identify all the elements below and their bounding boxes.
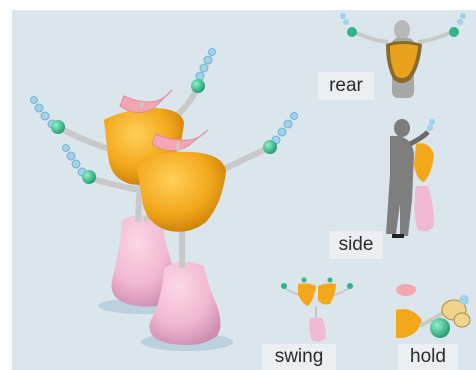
hold-view-thumbnail xyxy=(396,276,476,348)
label-swing: swing xyxy=(262,344,336,370)
back-right-bead-chain xyxy=(196,49,216,81)
front-right-joint xyxy=(263,140,277,154)
front-left-bead-chain xyxy=(63,145,87,177)
front-left-joint xyxy=(82,170,96,184)
back-leg xyxy=(138,180,140,222)
back-right-joint xyxy=(191,79,205,93)
front-right-bead-chain xyxy=(272,113,298,145)
label-side: side xyxy=(329,231,383,259)
side-view-thumbnail xyxy=(372,114,472,244)
label-rear: rear xyxy=(318,72,374,100)
back-left-joint xyxy=(51,120,65,134)
scene-canvas: rear side swing hold xyxy=(12,10,476,370)
swing-view-thumbnail xyxy=(272,266,362,346)
front-arm-right xyxy=(222,148,268,170)
label-hold: hold xyxy=(398,344,458,370)
